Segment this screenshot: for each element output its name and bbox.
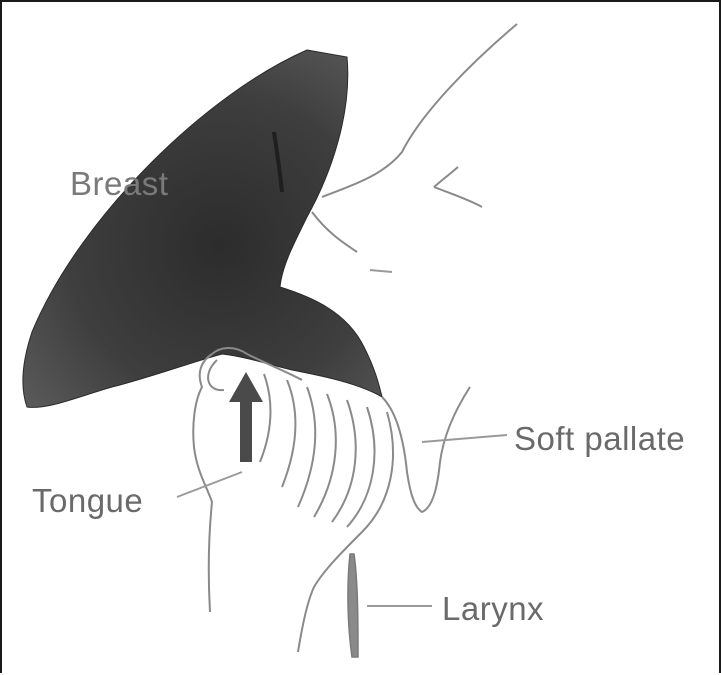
soft-palate-label: Soft pallate xyxy=(514,420,685,458)
tongue-inner-curve xyxy=(208,360,224,390)
larynx-label: Larynx xyxy=(442,590,544,628)
tongue-outline xyxy=(193,354,212,612)
lip-dash xyxy=(370,270,392,272)
breast-label: Breast xyxy=(70,165,168,203)
soft-palate-leader-line xyxy=(422,435,507,442)
face-contour-line xyxy=(322,24,517,197)
soft-palate-outline xyxy=(382,387,470,512)
tongue-motion-arrow xyxy=(229,372,263,462)
tongue-wave-lines xyxy=(260,374,393,532)
cheek-line xyxy=(312,212,357,252)
larynx-shape xyxy=(348,554,358,657)
tongue-label: Tongue xyxy=(32,482,143,520)
nose-mark xyxy=(434,167,482,207)
